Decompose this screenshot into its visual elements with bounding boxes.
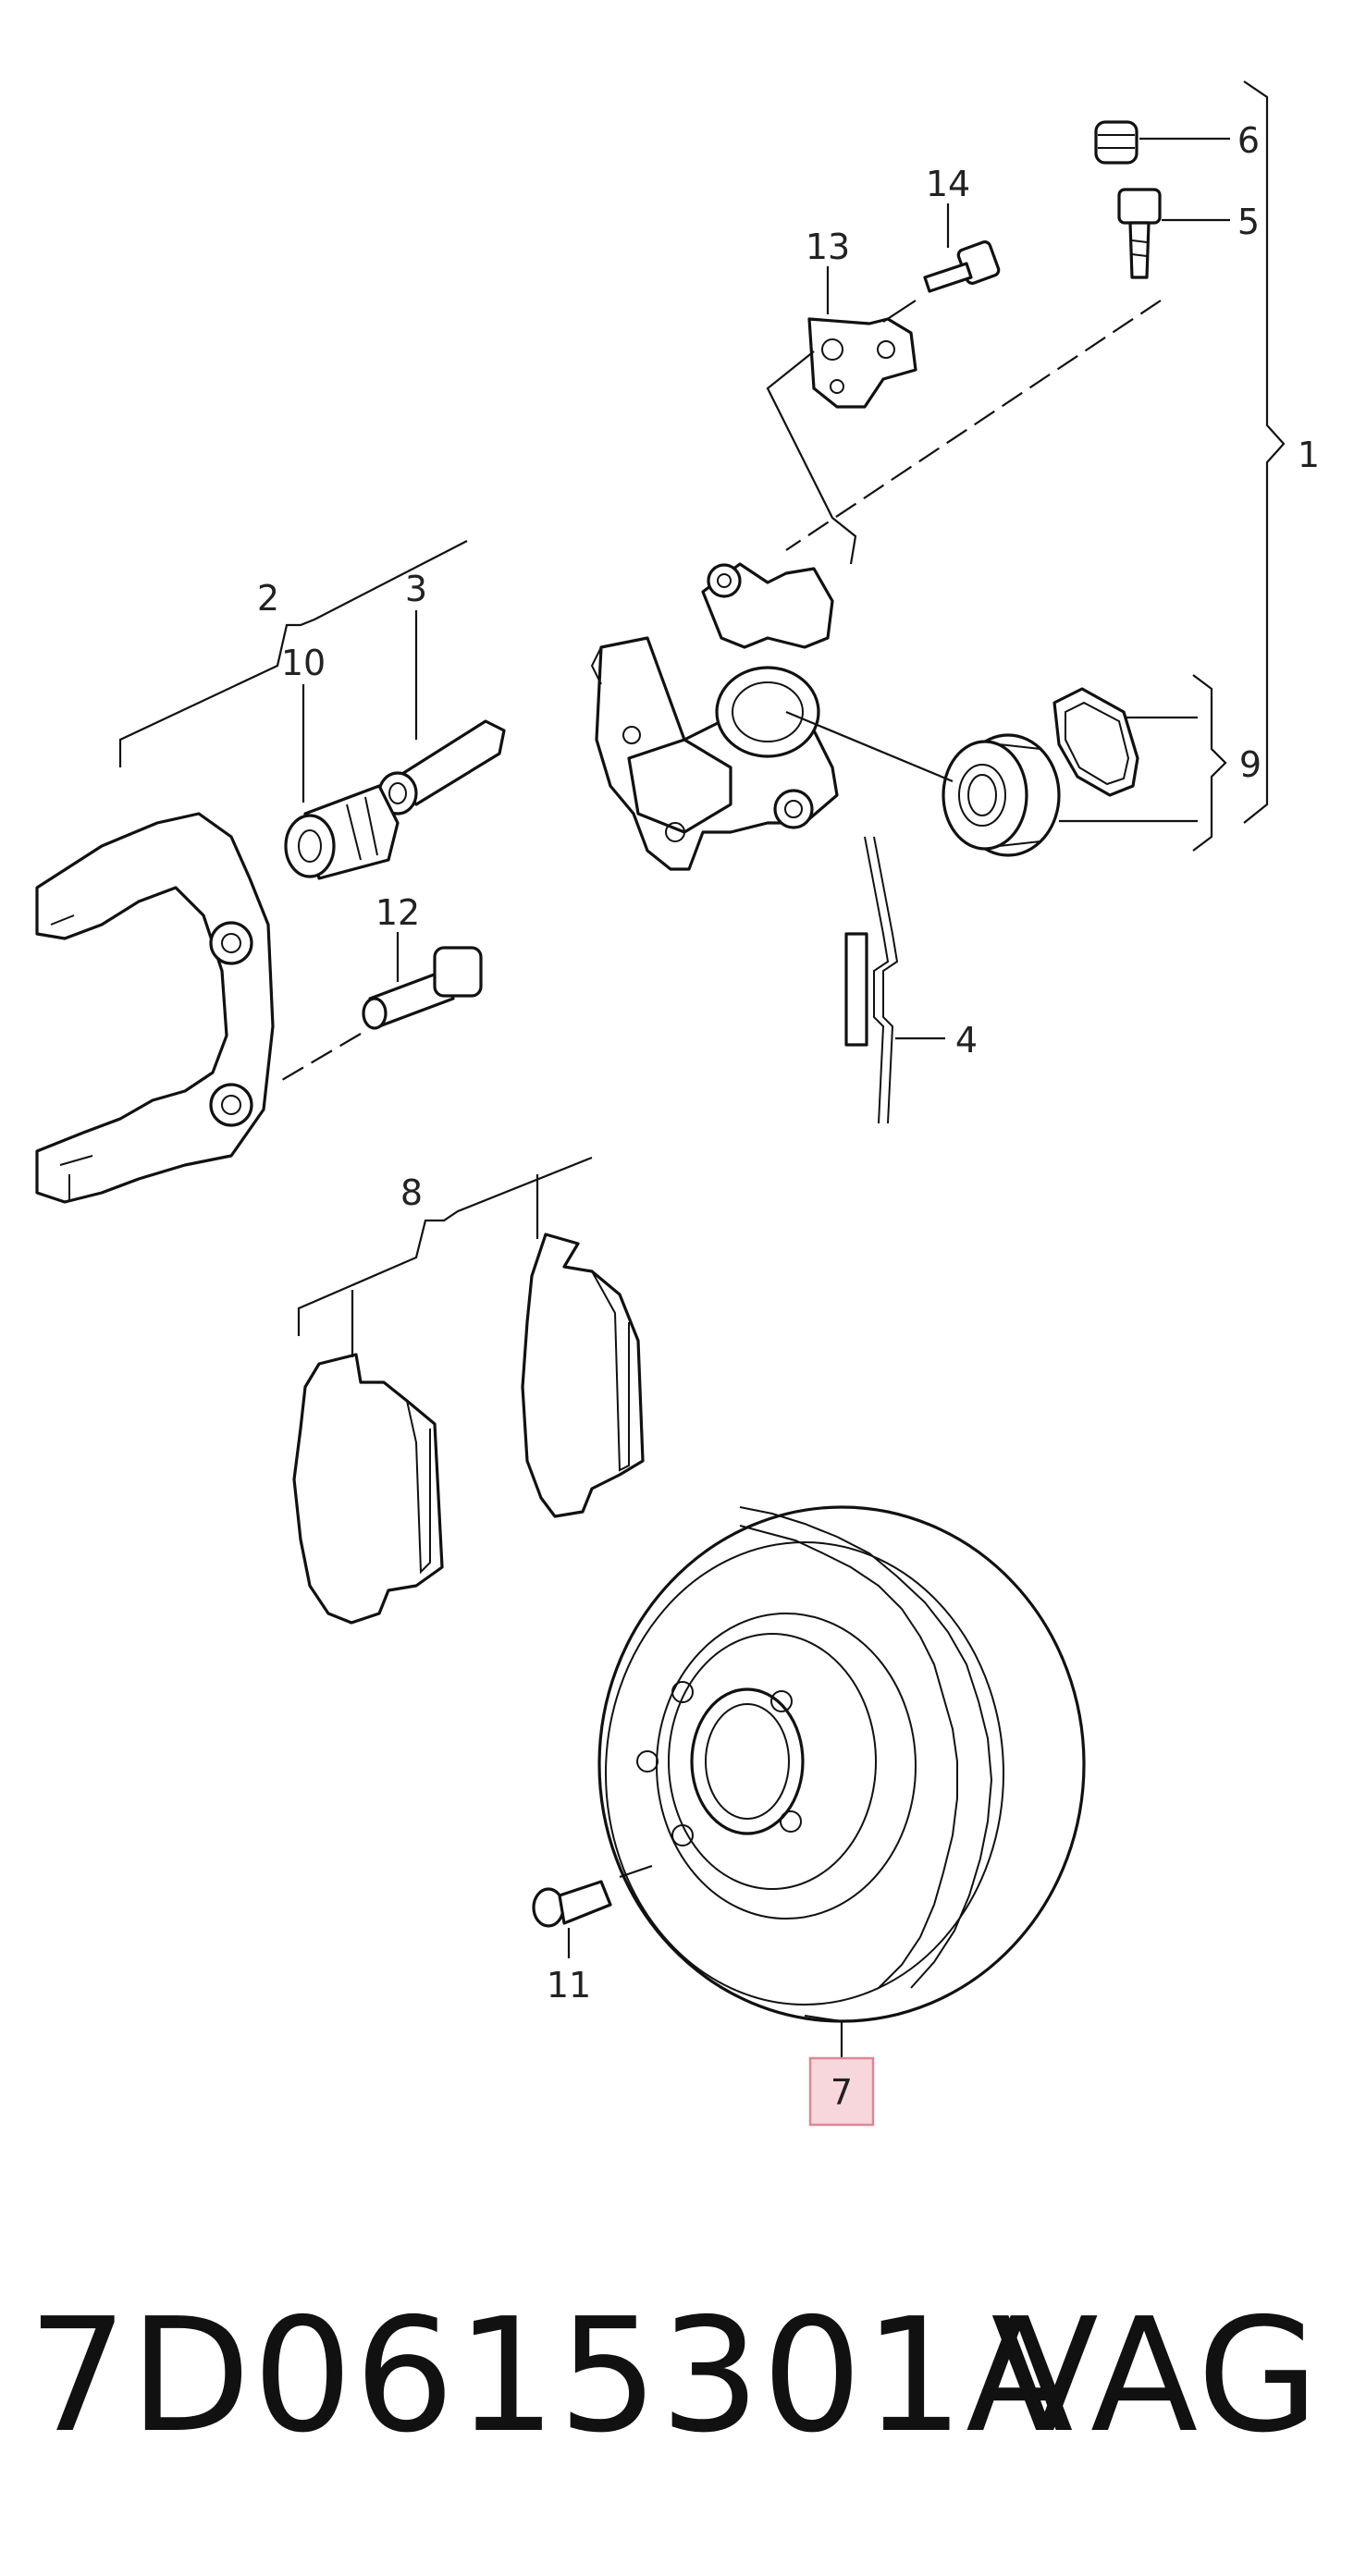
- bracket-2: [118, 540, 468, 767]
- guide-sleeve-10: [284, 684, 400, 880]
- guide-pin-3: [377, 610, 506, 816]
- callout-8: 8: [400, 1172, 423, 1213]
- leader-13: [766, 350, 857, 565]
- callout-7: 7: [831, 2072, 853, 2113]
- carrier-bracket: [35, 812, 275, 1204]
- callout-5: 5: [1237, 202, 1260, 242]
- bracket-9: [1192, 674, 1227, 852]
- callout-13: 13: [806, 227, 850, 267]
- bracket-1: [1243, 80, 1286, 824]
- disc-screw-11: [532, 1864, 653, 1958]
- bolt-12: [281, 932, 483, 1081]
- brake-pad-right-8: [521, 1174, 645, 1518]
- dust-seal-9: [1052, 687, 1139, 797]
- callout-11: 11: [547, 1965, 591, 2006]
- bolt-14: [923, 203, 1001, 293]
- callout-12: 12: [375, 892, 420, 933]
- callout-9: 9: [1239, 744, 1262, 785]
- callout-14: 14: [926, 164, 970, 204]
- part-number: 7D0615301A: [28, 2285, 1076, 2468]
- callout-4: 4: [955, 1020, 978, 1061]
- callout-3: 3: [405, 569, 427, 609]
- brake-pad-left-8: [292, 1290, 444, 1625]
- callout-1: 1: [1298, 435, 1320, 475]
- footer: 7D0615301A VAG: [0, 2256, 1354, 2496]
- brand-name: VAG: [991, 2285, 1321, 2468]
- brake-exploded-diagram: 1 2 3 4 5 6 8 9 10 11 12 13 14 7: [35, 80, 1320, 2127]
- leader-piston: [785, 710, 954, 783]
- caliper-housing: [590, 562, 839, 871]
- callout-2: 2: [257, 578, 279, 619]
- bracket-8: [297, 1156, 593, 1336]
- leader-dashed-5: [785, 300, 1162, 551]
- callout-6: 6: [1237, 120, 1260, 161]
- callout-10: 10: [281, 643, 326, 683]
- spring-clip-4: [844, 836, 945, 1124]
- bracket-plate-13: [807, 266, 917, 409]
- bleeder-cap-6: [1094, 120, 1230, 165]
- highlight-box-7: [808, 2056, 875, 2127]
- brake-disc-7: [597, 1505, 1086, 2058]
- piston-9: [942, 733, 1061, 857]
- bleeder-screw-5: [1117, 188, 1230, 279]
